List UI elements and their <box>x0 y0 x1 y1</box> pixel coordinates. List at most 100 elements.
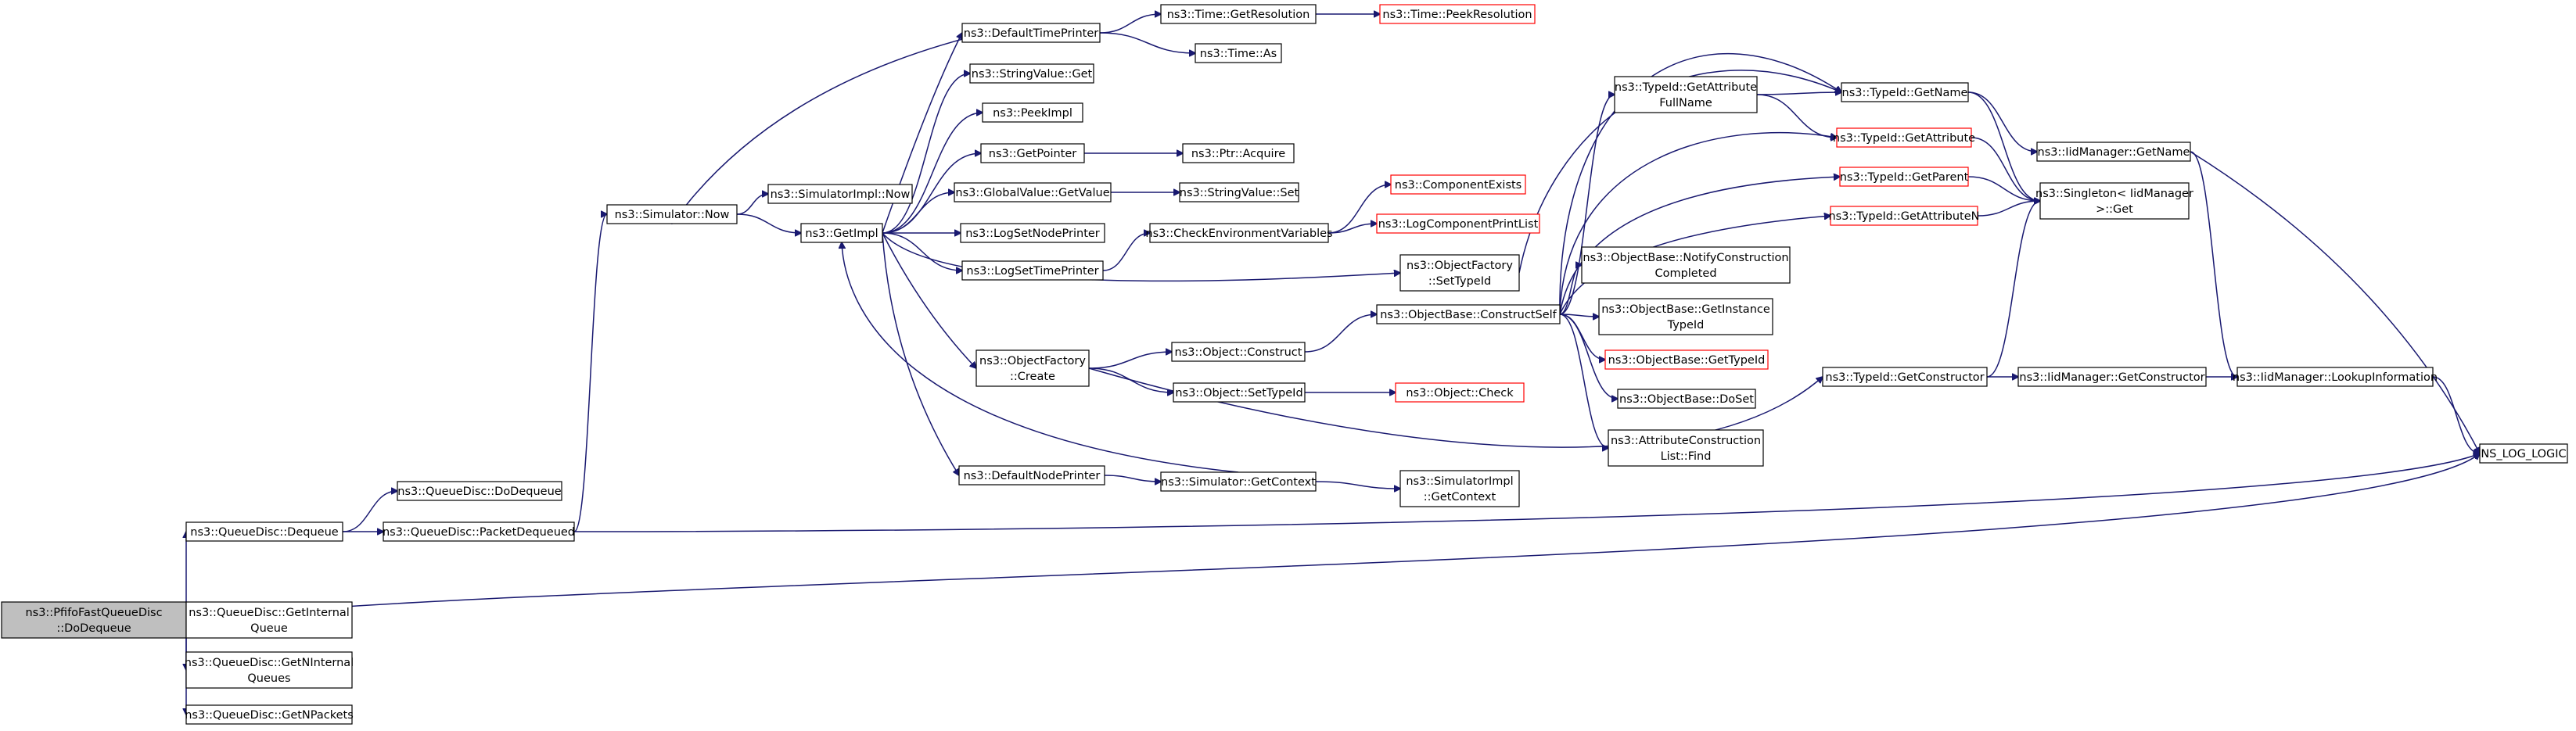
node-timegetres[interactable]: ns3::Time::GetResolution <box>1160 4 1317 24</box>
node-box <box>1608 429 1764 467</box>
node-label: NS_LOG_LOGIC <box>2481 448 2566 460</box>
node-box <box>800 223 883 243</box>
node-logtimeprinter[interactable]: ns3::LogSetTimePrinter <box>961 260 1104 281</box>
node-simimplnow[interactable]: ns3::SimulatorImpl::Now <box>767 184 913 204</box>
node-root[interactable]: ns3::PfifoFastQueueDisc::DoDequeue <box>1 601 187 639</box>
node-lognodeprinter[interactable]: ns3::LogSetNodePrinter <box>960 223 1105 243</box>
node-label: ns3::QueueDisc::GetInternal <box>189 607 350 619</box>
node-layer: ns3::PfifoFastQueueDisc::DoDequeuens3::Q… <box>1 4 2568 725</box>
edge-simnow-to-getimpl <box>736 213 801 233</box>
node-getimpl[interactable]: ns3::GetImpl <box>800 223 883 243</box>
node-iidgetconstructor[interactable]: ns3::IidManager::GetConstructor <box>2017 367 2207 387</box>
node-box <box>2039 182 2190 220</box>
node-simnow[interactable]: ns3::Simulator::Now <box>606 204 738 224</box>
node-box <box>767 184 913 204</box>
node-objfactcreate[interactable]: ns3::ObjectFactory::Create <box>975 349 1090 387</box>
edge-checkenv-to-logcompprintlist <box>1328 224 1377 234</box>
node-label: ns3::TypeId::GetAttribute <box>1833 132 1975 145</box>
node-singletonget[interactable]: ns3::Singleton< IidManager>::Get <box>2035 182 2193 220</box>
node-stringvalueget[interactable]: ns3::StringValue::Get <box>969 63 1094 84</box>
node-label: ns3::Time::As <box>1200 48 1277 60</box>
node-box <box>958 465 1105 486</box>
node-globalvalueget[interactable]: ns3::GlobalValue::GetValue <box>954 182 1112 202</box>
node-label: ns3::PfifoFastQueueDisc <box>25 607 162 619</box>
node-iidlookupinfo[interactable]: ns3::IidManager::LookupInformation <box>2233 367 2438 387</box>
node-box <box>185 651 353 689</box>
node-checkenv[interactable]: ns3::CheckEnvironmentVariables <box>1145 223 1333 243</box>
node-componentexists[interactable]: ns3::ComponentExists <box>1390 174 1526 195</box>
edge-layer <box>186 14 2480 715</box>
node-box <box>1399 470 1520 507</box>
node-label: ::SetTypeId <box>1428 275 1491 288</box>
node-box <box>1160 4 1317 24</box>
node-typeidgetconstructor[interactable]: ns3::TypeId::GetConstructor <box>1822 367 1988 387</box>
node-objconstruct[interactable]: ns3::Object::Construct <box>1171 342 1306 362</box>
node-ptracquire[interactable]: ns3::Ptr::Acquire <box>1182 143 1295 163</box>
node-label: FullName <box>1659 97 1712 109</box>
node-typeidgetparent[interactable]: ns3::TypeId::GetParent <box>1839 167 1969 187</box>
node-label: ns3::GlobalValue::GetValue <box>955 187 1109 199</box>
edge-dequeue-to-dodequeue <box>342 491 397 532</box>
node-dodequeue[interactable]: ns3::QueueDisc::DoDequeue <box>397 481 562 501</box>
node-nslog[interactable]: NS_LOG_LOGIC <box>2479 443 2568 464</box>
node-objcheck[interactable]: ns3::Object::Check <box>1395 382 1525 403</box>
node-objfactsettypeid[interactable]: ns3::ObjectFactory::SetTypeId <box>1399 254 1520 292</box>
node-typeidgetattributen[interactable]: ns3::TypeId::GetAttributeN <box>1828 206 1980 226</box>
node-typeidgetattribute[interactable]: ns3::TypeId::GetAttribute <box>1833 127 1975 148</box>
node-getnpackets[interactable]: ns3::QueueDisc::GetNPackets <box>185 704 354 725</box>
node-timeas[interactable]: ns3::Time::As <box>1195 43 1282 63</box>
node-notifyconstruction[interactable]: ns3::ObjectBase::NotifyConstructionCompl… <box>1581 246 1791 284</box>
edge-typeidgetattributen-to-singletonget <box>1977 201 2040 217</box>
node-simgetcontext[interactable]: ns3::Simulator::GetContext <box>1160 471 1317 492</box>
node-box <box>1376 213 1540 234</box>
node-label: ns3::ObjectBase::ConstructSelf <box>1380 309 1557 321</box>
node-label: ns3::QueueDisc::GetNInternal <box>185 657 354 669</box>
edge-getimpl-to-stringvalueget <box>882 73 970 234</box>
node-label: ns3::TypeId::GetConstructor <box>1825 371 1984 384</box>
node-simimplgetcontext[interactable]: ns3::SimulatorImpl::GetContext <box>1399 470 1520 507</box>
node-label: ns3::Ptr::Acquire <box>1191 148 1285 160</box>
node-doset[interactable]: ns3::ObjectBase::DoSet <box>1617 389 1756 409</box>
node-defnodeprinter[interactable]: ns3::DefaultNodePrinter <box>958 465 1105 486</box>
node-label: ns3::QueueDisc::DoDequeue <box>397 486 561 498</box>
node-box <box>1182 143 1295 163</box>
node-timepeekres[interactable]: ns3::Time::PeekResolution <box>1379 4 1536 24</box>
node-typeidgetname[interactable]: ns3::TypeId::GetName <box>1841 82 1969 102</box>
node-box <box>1160 471 1317 492</box>
edge-constructself-to-attrconstructlistfind <box>1559 314 1608 448</box>
edge-packetdequeued-to-simnow <box>573 214 607 532</box>
node-label: ::GetContext <box>1424 491 1496 503</box>
node-peekimpl[interactable]: ns3::PeekImpl <box>982 102 1083 123</box>
node-constructself[interactable]: ns3::ObjectBase::ConstructSelf <box>1376 304 1561 324</box>
node-stringvalueset[interactable]: ns3::StringValue::Set <box>1179 182 1299 202</box>
edge-constructself-to-typeidgetattribute <box>1559 131 1837 315</box>
node-deftimeprinter[interactable]: ns3::DefaultTimePrinter <box>961 23 1101 43</box>
node-label: ns3::ObjectBase::GetTypeId <box>1608 354 1766 367</box>
edge-defnodeprinter-to-simgetcontext <box>1104 475 1161 482</box>
node-box <box>1581 246 1791 284</box>
node-box <box>185 601 353 639</box>
node-iidgetname[interactable]: ns3::IidManager::GetName <box>2036 142 2191 162</box>
node-dequeue[interactable]: ns3::QueueDisc::Dequeue <box>185 521 343 542</box>
node-box <box>954 182 1112 202</box>
node-packetdequeued[interactable]: ns3::QueueDisc::PacketDequeued <box>383 521 575 542</box>
node-label: ns3::SimulatorImpl <box>1406 475 1513 488</box>
node-box <box>1376 304 1561 324</box>
edge-constructself-to-notifyconstruction <box>1559 265 1582 315</box>
node-getpointer[interactable]: ns3::GetPointer <box>980 143 1085 163</box>
node-label: ns3::QueueDisc::Dequeue <box>190 526 338 539</box>
node-logcompprintlist[interactable]: ns3::LogComponentPrintList <box>1376 213 1540 234</box>
node-label: ns3::CheckEnvironmentVariables <box>1145 228 1332 240</box>
node-objsettypeid[interactable]: ns3::Object::SetTypeId <box>1173 382 1306 403</box>
node-box <box>1617 389 1756 409</box>
edge-iidgetname-to-nslog <box>2190 151 2480 453</box>
node-objbasegettypeid[interactable]: ns3::ObjectBase::GetTypeId <box>1604 349 1769 370</box>
node-label: ns3::TypeId::GetAttribute <box>1615 81 1757 94</box>
node-box <box>980 143 1085 163</box>
